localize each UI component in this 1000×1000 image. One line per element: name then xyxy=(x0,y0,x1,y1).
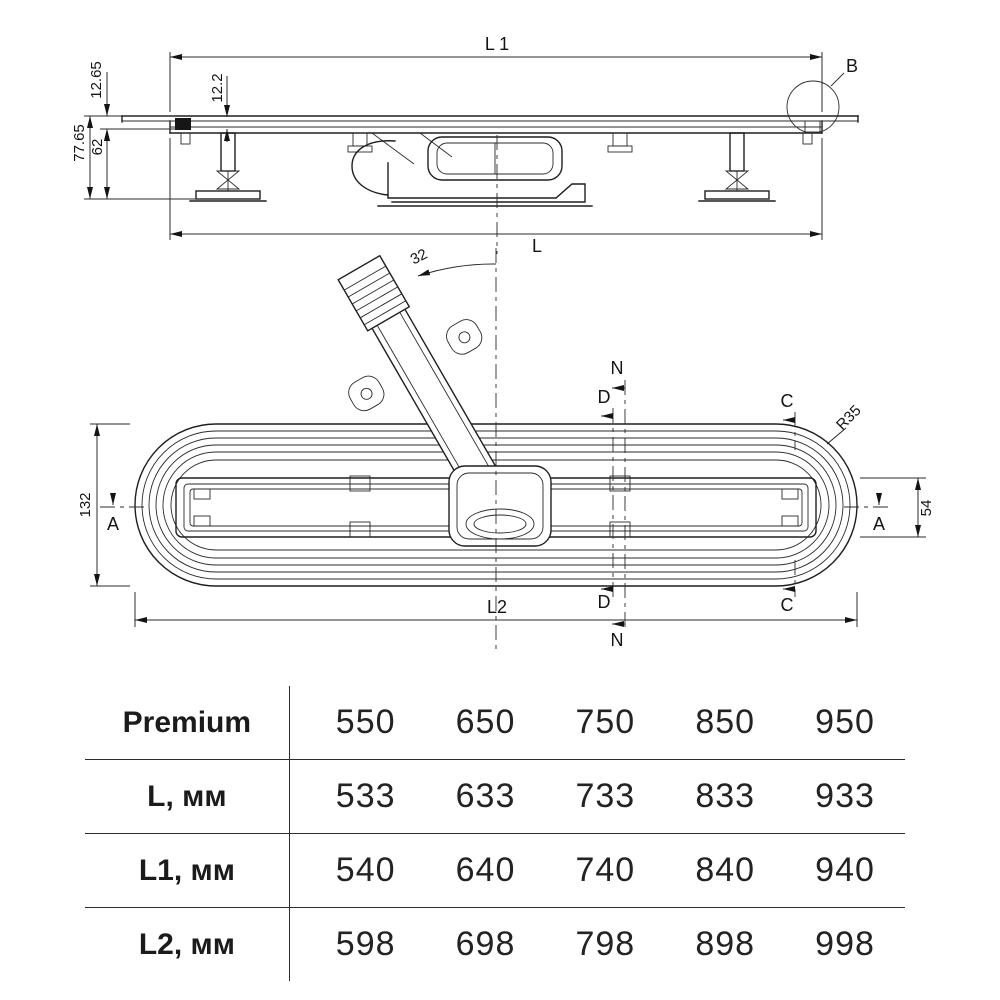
section-d-label: D xyxy=(598,387,611,407)
dim-12-65-label: 12.65 xyxy=(88,61,105,99)
left-dimensions: 12.65 62 77.65 12.2 xyxy=(71,61,230,200)
section-c-label: C xyxy=(781,391,794,411)
dim-12-2-label: 12.2 xyxy=(209,73,226,102)
radius-callout: R35 xyxy=(826,402,865,445)
table-cell: 598 xyxy=(335,925,396,963)
table-cell: 933 xyxy=(815,777,875,815)
table-cell: 633 xyxy=(455,777,516,815)
mounting-lug-left xyxy=(348,375,385,412)
pipe-coupling xyxy=(337,254,411,332)
section-a-label: A xyxy=(107,514,119,534)
dim-l2-label: L2 xyxy=(487,597,507,617)
table-cell: 998 xyxy=(815,925,875,963)
table-cell: 898 xyxy=(695,925,756,963)
row-label: Premium xyxy=(85,686,290,759)
table-cell: 550 xyxy=(335,703,396,741)
technical-drawing: L 1 B 12.65 62 77.65 12.2 L xyxy=(71,34,935,652)
table-cell: 698 xyxy=(455,925,516,963)
section-d: D D xyxy=(598,387,614,612)
table-cell: 940 xyxy=(815,851,875,889)
dim-132: 132 xyxy=(77,423,130,587)
table-cell: 533 xyxy=(335,777,396,815)
outlet-pipe xyxy=(337,254,504,499)
angle-label: 32 xyxy=(408,246,431,269)
dim-77-65-label: 77.65 xyxy=(71,124,88,162)
detail-circle xyxy=(786,80,840,134)
section-n: N N xyxy=(611,358,626,650)
table-row: L1, мм 540 640 740 840 940 xyxy=(85,833,905,907)
size-table: Premium 550 650 750 850 950 L, мм 533 63… xyxy=(85,686,905,981)
table-row: L2, мм 598 698 798 898 998 xyxy=(85,907,905,981)
mounting-lug-right xyxy=(446,319,483,355)
left-end-cap xyxy=(175,118,191,130)
section-c-label: C xyxy=(781,595,794,615)
section-n-label: N xyxy=(611,358,624,378)
table-cell: 540 xyxy=(335,851,396,889)
dim-l2: L2 xyxy=(134,592,858,627)
row-label: L1, мм xyxy=(85,834,290,907)
dim-l-label: L xyxy=(532,236,542,256)
dim-132-label: 132 xyxy=(77,492,94,517)
table-cell: 640 xyxy=(455,851,516,889)
section-d-label: D xyxy=(598,592,611,612)
radius-label: R35 xyxy=(833,402,864,433)
detail-b-callout: B xyxy=(786,56,858,134)
drain-body xyxy=(448,465,552,547)
dim-54: 54 xyxy=(860,477,935,538)
right-end-cap xyxy=(804,120,821,133)
row-label: L, мм xyxy=(85,760,290,833)
dim-l1-label: L 1 xyxy=(485,34,509,54)
side-view: L 1 B 12.65 62 77.65 12.2 L xyxy=(71,34,859,256)
mounting-bracket-left xyxy=(347,132,373,153)
table-row: L, мм 533 633 733 833 933 xyxy=(85,759,905,833)
table-cell: 950 xyxy=(815,703,875,741)
table-row: Premium 550 650 750 850 950 xyxy=(85,686,905,759)
dim-54-label: 54 xyxy=(918,500,935,517)
section-n-label: N xyxy=(611,630,624,650)
dim-62-label: 62 xyxy=(89,139,106,156)
section-c: C C xyxy=(781,391,796,615)
table-cell: 833 xyxy=(695,777,756,815)
row-label: L2, мм xyxy=(85,908,290,981)
table-cell: 650 xyxy=(455,703,516,741)
section-a-label: A xyxy=(873,514,885,534)
plan-view: 32 A A D D N N C xyxy=(77,246,935,652)
table-cell: 840 xyxy=(695,851,756,889)
table-cell: 798 xyxy=(575,925,636,963)
table-cell: 733 xyxy=(575,777,636,815)
drain-trap xyxy=(351,132,593,207)
leveling-foot-right xyxy=(698,132,776,202)
detail-b-label: B xyxy=(846,56,858,76)
table-cell: 750 xyxy=(575,703,636,741)
table-cell: 740 xyxy=(575,851,636,889)
dim-l1: L 1 xyxy=(169,34,823,112)
channel-profile xyxy=(121,115,859,145)
mounting-bracket-right xyxy=(607,132,633,153)
leveling-foot-left xyxy=(189,132,267,202)
angle-callout: 32 xyxy=(408,246,497,277)
section-a: A A xyxy=(100,493,892,534)
dim-l: L xyxy=(169,138,823,256)
table-cell: 850 xyxy=(695,703,756,741)
